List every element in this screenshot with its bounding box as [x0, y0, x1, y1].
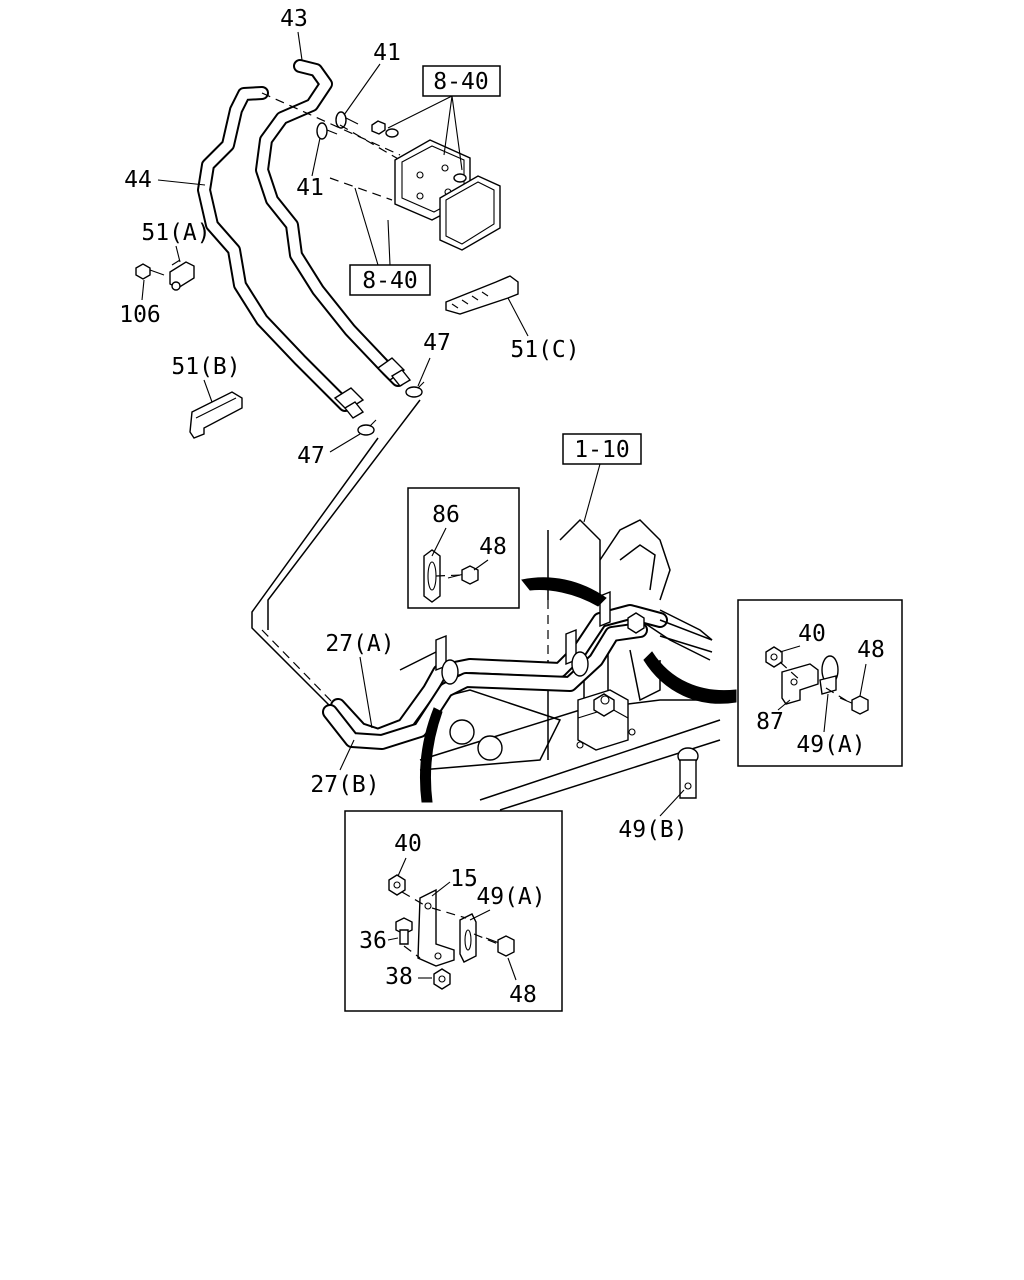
label-48-inset1: 48 — [479, 534, 507, 560]
bracket-pipe-left[interactable] — [435, 634, 459, 685]
leader-line — [507, 957, 517, 981]
label-49a-bottom: 49(A) — [476, 884, 545, 910]
nut-38[interactable] — [433, 968, 451, 990]
leader-line — [339, 739, 355, 771]
label-40-bottom: 40 — [394, 831, 422, 857]
pipe-continuation — [659, 619, 713, 653]
leader-line — [343, 63, 381, 116]
alignment-line — [339, 124, 401, 161]
reference-box-8-40-top[interactable]: 8-40 — [422, 65, 501, 97]
clip-51b[interactable] — [189, 391, 243, 439]
inset-pointer-arrow-bottom — [420, 707, 443, 803]
label-40-right: 40 — [798, 621, 826, 647]
clamp-49a-bottom[interactable] — [459, 913, 477, 963]
clip-51c[interactable] — [445, 275, 519, 315]
label-48-right: 48 — [857, 637, 885, 663]
leader-line — [779, 645, 801, 653]
bolt-48-bottom[interactable] — [485, 935, 515, 957]
leader-line — [431, 881, 451, 897]
reference-box-8-40-bottom[interactable]: 8-40 — [349, 264, 431, 296]
label-41-mid: 41 — [296, 175, 324, 201]
label-106: 106 — [119, 302, 161, 328]
leader-line — [387, 937, 399, 941]
leader-line — [659, 789, 685, 817]
nut-40-bottom[interactable] — [388, 874, 406, 896]
leader-line — [141, 279, 145, 301]
clamp-41-mid[interactable] — [316, 122, 338, 140]
clamp-47-left[interactable] — [357, 419, 377, 436]
label-41-top: 41 — [373, 40, 401, 66]
inset-box-86-48: 86 48 — [407, 487, 520, 609]
label-47-right: 47 — [423, 330, 451, 356]
leader-line — [417, 357, 431, 387]
label-27b: 27(B) — [310, 772, 379, 798]
bolt-36[interactable] — [395, 917, 413, 945]
label-38: 38 — [385, 964, 413, 990]
nut-40-right[interactable] — [765, 646, 783, 668]
leader-line — [507, 297, 529, 337]
label-49a-right: 49(A) — [796, 732, 865, 758]
leader-line — [175, 245, 181, 263]
label-27a: 27(A) — [325, 631, 394, 657]
leader-line — [329, 433, 361, 453]
ref-label: 1-10 — [574, 437, 629, 463]
inset-box-bottom: 40 15 49(A) 36 38 48 — [344, 810, 563, 1012]
leader-line — [823, 693, 829, 733]
label-15: 15 — [450, 866, 478, 892]
cover-gasket[interactable] — [439, 175, 501, 251]
inset-pointer-arrow-right — [643, 651, 737, 704]
inset-box-right: 40 48 87 49(A) — [737, 599, 903, 767]
leader-line — [469, 909, 491, 921]
leader-line — [431, 527, 447, 557]
leader-line — [354, 187, 391, 266]
ref-label: 8-40 — [433, 69, 488, 95]
leader-line — [859, 663, 867, 697]
bolt-48-inset1[interactable] — [447, 565, 479, 585]
bracket-15[interactable] — [417, 888, 455, 967]
bracket-pipe-middle[interactable] — [565, 628, 589, 677]
hidden-line — [261, 629, 337, 707]
alignment-line — [261, 92, 401, 156]
leader-line — [473, 559, 489, 571]
hose-44[interactable] — [197, 86, 365, 419]
bracket-87[interactable] — [781, 663, 819, 705]
leader-line — [203, 379, 213, 403]
alignment-line — [329, 177, 393, 201]
inset-pointer-arrow-top — [521, 577, 607, 607]
clamp-41-top[interactable] — [335, 111, 359, 129]
engine-block — [399, 518, 721, 811]
ref-label: 8-40 — [362, 268, 417, 294]
leader-line — [297, 31, 303, 61]
clamp-49b[interactable] — [677, 747, 699, 799]
leader-line — [387, 95, 463, 171]
hose-run-right — [267, 399, 421, 630]
hose-43[interactable] — [255, 59, 412, 387]
label-47-left: 47 — [297, 443, 325, 469]
leader-line — [359, 656, 373, 729]
label-87: 87 — [756, 709, 784, 735]
pipe-27b[interactable] — [322, 622, 648, 750]
leader-line — [397, 857, 407, 877]
label-51a: 51(A) — [141, 220, 210, 246]
reference-box-1-10[interactable]: 1-10 — [562, 433, 642, 465]
leader-line — [777, 699, 791, 711]
clamp-49a-right[interactable] — [819, 655, 839, 695]
leader-line — [583, 463, 601, 523]
bolt-106[interactable] — [135, 263, 165, 280]
label-51b: 51(B) — [171, 354, 240, 380]
clip-51a[interactable] — [169, 259, 195, 291]
label-49b: 49(B) — [618, 817, 687, 843]
nut-cover[interactable] — [371, 120, 467, 183]
label-44: 44 — [124, 167, 152, 193]
label-43: 43 — [280, 6, 308, 32]
label-86: 86 — [432, 502, 460, 528]
label-36: 36 — [359, 928, 387, 954]
label-51c: 51(C) — [510, 337, 579, 363]
leader-line — [157, 179, 206, 186]
clamp-47-right[interactable] — [405, 381, 425, 398]
leader-line — [311, 137, 321, 177]
hose-run-left — [251, 437, 379, 707]
label-48-bottom: 48 — [509, 982, 537, 1008]
